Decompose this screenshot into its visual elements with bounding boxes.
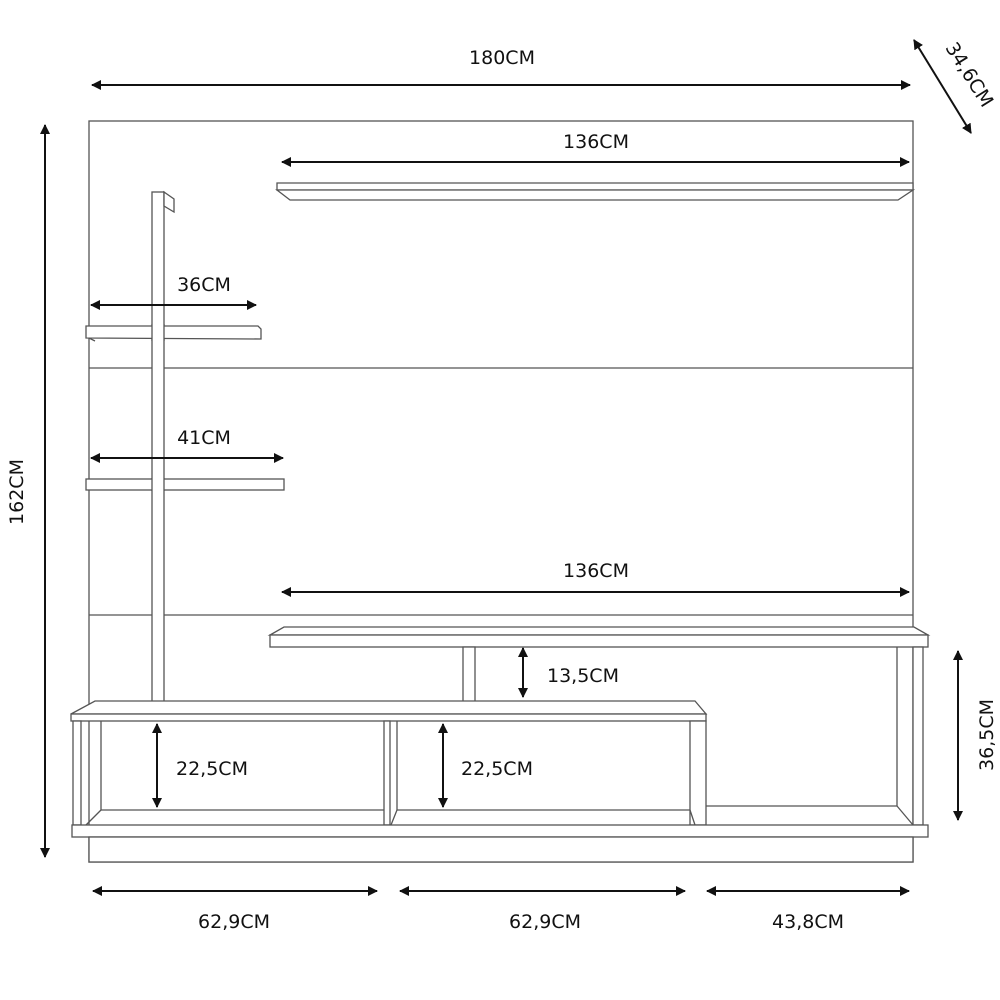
dimension-niche-left: 22,5CM [152,723,248,808]
svg-text:62,9CM: 62,9CM [509,911,581,933]
dimension-tv-shelf: 136CM [281,560,910,597]
svg-text:22,5CM: 22,5CM [176,758,248,780]
svg-text:22,5CM: 22,5CM [461,758,533,780]
dimension-total-height: 162CM [6,124,50,858]
svg-text:136CM: 136CM [563,131,629,153]
dimension-right-rack: 36,5CM [953,650,998,821]
svg-text:136CM: 136CM [563,560,629,582]
svg-text:36CM: 36CM [177,274,231,296]
svg-text:34,6CM: 34,6CM [941,38,998,111]
dimension-lower-side-shelf: 41CM [90,427,284,463]
base [71,824,929,863]
tv-shelf [267,626,931,648]
svg-text:36,5CM: 36,5CM [976,699,998,771]
furniture-drawing [70,120,931,863]
dimension-bottom-middle: 62,9CM [399,886,686,933]
svg-text:62,9CM: 62,9CM [198,911,270,933]
svg-text:43,8CM: 43,8CM [772,911,844,933]
svg-text:41CM: 41CM [177,427,231,449]
dimension-total-width: 180CM [91,47,911,90]
top-shelf [275,182,916,201]
lower-cabinet-niches [72,720,707,826]
upper-side-shelf [85,324,262,342]
dimension-depth: 34,6CM [913,38,998,134]
dimension-upper-side-shelf: 36CM [90,274,257,310]
dimension-bottom-right: 43,8CM [706,886,910,933]
svg-text:13,5CM: 13,5CM [547,665,619,687]
dimension-niche-middle: 22,5CM [438,723,533,808]
lower-cabinet-top [70,700,708,722]
lower-side-shelf [85,478,285,491]
dimension-top-shelf: 136CM [281,131,910,167]
dimension-bottom-left: 62,9CM [92,886,378,933]
svg-text:180CM: 180CM [469,47,535,69]
svg-text:162CM: 162CM [6,459,28,525]
vertical-post [151,190,175,707]
dimension-tv-shelf-gap: 13,5CM [518,647,619,698]
back-panel [88,120,914,863]
